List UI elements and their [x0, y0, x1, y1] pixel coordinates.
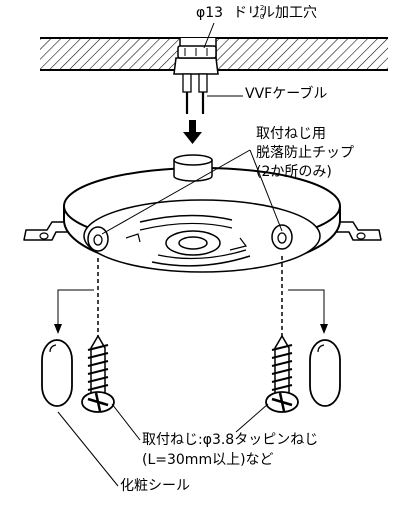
chip-leader-lines [101, 149, 283, 235]
drill-hole-tolerance-lower: −0 [254, 13, 265, 21]
drill-hole-text: ドリル加工穴 [233, 5, 318, 21]
chip-label-line2: 脱落防止チップ [256, 145, 354, 161]
decorative-seal-right [309, 339, 341, 407]
vvf-cable [173, 45, 219, 114]
screw-alignment-lines [97, 256, 283, 336]
down-arrow-icon [183, 120, 202, 144]
chip-label-line1: 取付ねじ用 [256, 126, 326, 142]
cable-label: VVFケーブル [245, 86, 328, 102]
drill-hole-tolerance-upper: +2 [254, 4, 265, 12]
screw-leader-lines [111, 403, 269, 441]
decorative-seal-left [41, 339, 73, 407]
seal-guide-lines [54, 289, 328, 334]
mounting-screw-label: 取付ねじ:φ3.8タッピンねじ (L=30mm以上)など [142, 430, 318, 470]
screw-label-line1: 取付ねじ:φ3.8タッピンねじ [142, 432, 319, 448]
chip-label-line3: (2か所のみ) [256, 164, 332, 180]
seal-leader-line [57, 411, 119, 487]
mounting-screw-right [265, 334, 299, 413]
mounting-screw-left [81, 334, 115, 413]
ceiling-base-plate [23, 154, 382, 273]
decorative-seal-label: 化粧シール [120, 478, 190, 494]
drill-hole-diameter: φ13 [196, 5, 224, 21]
screw-label-line2: (L=30mm以上)など [142, 452, 274, 468]
drill-leader-line [203, 22, 215, 49]
anti-drop-chip-label: 取付ねじ用 脱落防止チップ (2か所のみ) [256, 125, 354, 182]
